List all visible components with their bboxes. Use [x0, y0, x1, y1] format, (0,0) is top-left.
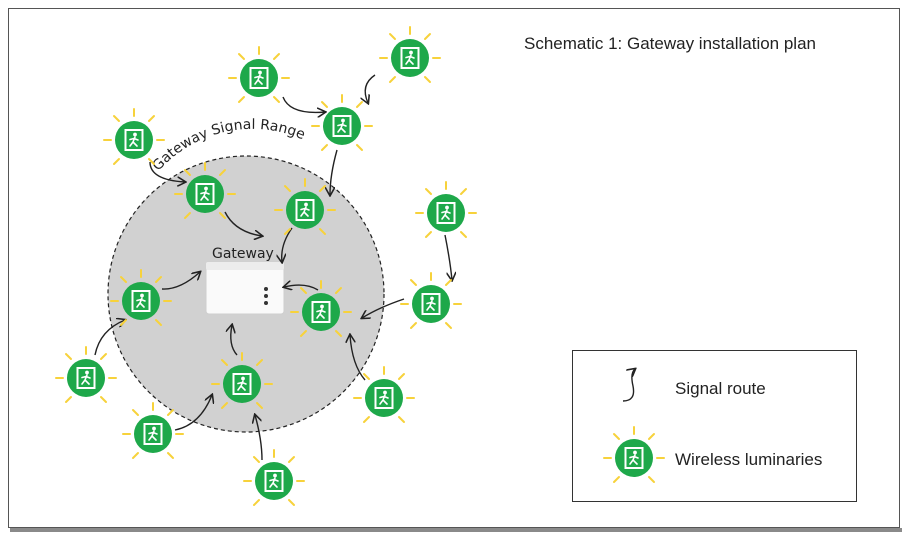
wireless-luminaire: [228, 46, 290, 103]
gateway-label: Gateway: [212, 246, 274, 262]
legend-luminaire-symbol: [603, 426, 665, 483]
wireless-luminaire: [243, 449, 305, 506]
signal-route: [362, 298, 405, 318]
signal-route: [330, 149, 338, 195]
signal-route: [284, 285, 319, 290]
signal-route: [365, 74, 376, 103]
legend: Signal route Wireless luminaries: [572, 350, 857, 502]
signal-routes: [94, 74, 452, 461]
signal-route: [224, 211, 262, 236]
signal-route: [282, 227, 293, 262]
legend-route-label: Signal route: [675, 379, 766, 398]
signal-route: [282, 96, 325, 112]
wireless-luminaire: [353, 366, 415, 423]
diagram-frame: [8, 8, 900, 528]
signal-route: [350, 335, 366, 381]
signal-route: [444, 234, 452, 280]
signal-route: [255, 415, 263, 461]
wireless-luminaire: [379, 26, 441, 83]
legend-route-symbol: [622, 369, 635, 402]
wireless-luminaire: [55, 346, 117, 403]
diagram-title: Schematic 1: Gateway installation plan: [524, 34, 816, 53]
legend-luminaire-label: Wireless luminaries: [675, 450, 823, 469]
signal-route: [161, 272, 200, 290]
signal-route: [94, 320, 125, 356]
wireless-luminaire: [415, 181, 477, 238]
signal-route: [149, 161, 185, 182]
frame-shadow: [10, 528, 902, 532]
wireless-luminaire: [311, 94, 373, 151]
wireless-luminaire: [400, 272, 462, 329]
signal-route: [174, 395, 212, 431]
signal-route: [231, 325, 238, 356]
gateway-device: [205, 261, 285, 315]
wireless-luminaire: [103, 108, 165, 165]
legend-symbols: [603, 351, 665, 483]
